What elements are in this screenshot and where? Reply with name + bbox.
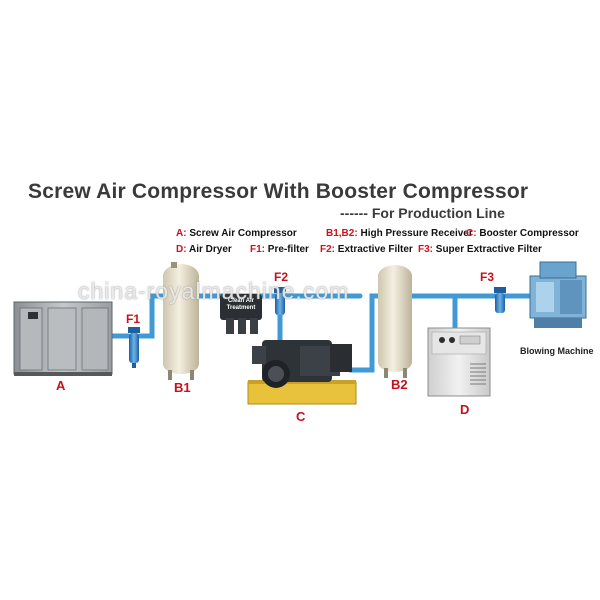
- label-d: D: [460, 402, 470, 417]
- super-extractive-filter-f3-icon: [494, 287, 506, 313]
- legend-item-f3: F3: Super Extractive Filter: [418, 244, 542, 255]
- air-dryer-icon: [427, 327, 491, 397]
- label-f2: F2: [274, 270, 289, 284]
- booster-compressor-icon: [247, 340, 357, 405]
- legend-item-b: B1,B2: High Pressure Receiver: [326, 228, 473, 239]
- label-f3: F3: [480, 270, 495, 284]
- legend-text: Screw Air Compressor: [186, 228, 297, 239]
- label-b2: B2: [391, 377, 408, 392]
- legend-item-f2: F2: Extractive Filter: [320, 244, 413, 255]
- legend-key: D:: [176, 244, 187, 255]
- clean-air-treatment-icon: [220, 294, 262, 334]
- pipe-f1-b1: [137, 293, 169, 339]
- watermark: china-royalmachine.com: [78, 278, 350, 304]
- legend-text: High Pressure Receiver: [357, 228, 473, 239]
- legend-key: A:: [176, 228, 187, 239]
- label-c: C: [296, 409, 306, 424]
- legend-key: F2:: [320, 244, 335, 255]
- extractive-filter-f2-icon: [274, 287, 286, 315]
- receiver-tank-b1-icon: [163, 262, 199, 380]
- legend-key: B1,B2:: [326, 228, 358, 239]
- legend-item-f1: F1: Pre-filter: [250, 244, 309, 255]
- label-b1: B1: [174, 380, 191, 395]
- legend-item-a: A: Screw Air Compressor: [176, 228, 297, 239]
- pipe-c-b2: [347, 293, 385, 373]
- label-f1: F1: [126, 312, 141, 326]
- legend-text: Booster Compressor: [476, 228, 579, 239]
- pipe-b2-d: [403, 293, 458, 333]
- legend-text: Super Extractive Filter: [433, 244, 542, 255]
- legend-item-d: D: Air Dryer: [176, 244, 232, 255]
- legend-key: C:: [466, 228, 477, 239]
- receiver-tank-b2-icon: [378, 265, 412, 378]
- legend-text: Pre-filter: [265, 244, 309, 255]
- blowing-machine-icon: [529, 261, 587, 328]
- blowing-machine-label: Blowing Machine: [520, 346, 594, 356]
- pre-filter-f1-icon: [128, 327, 140, 368]
- legend-text: Air Dryer: [186, 244, 232, 255]
- label-a: A: [56, 378, 66, 393]
- screw-air-compressor-icon: [13, 301, 113, 376]
- legend-text: Extractive Filter: [335, 244, 413, 255]
- diagram-title: Screw Air Compressor With Booster Compre…: [28, 180, 529, 203]
- legend-key: F1:: [250, 244, 265, 255]
- legend-item-c: C: Booster Compressor: [466, 228, 579, 239]
- diagram-subtitle: ------ For Production Line: [340, 205, 505, 221]
- legend-key: F3:: [418, 244, 433, 255]
- treatment-label: Clean Air Treatment: [226, 298, 256, 311]
